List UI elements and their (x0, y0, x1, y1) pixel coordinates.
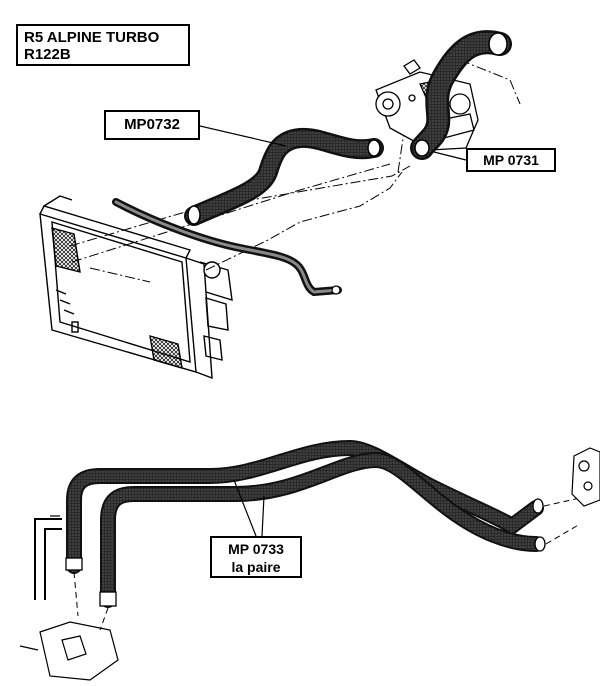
part-label-mp0731: MP 0731 (466, 148, 556, 172)
pipe-ends (65, 498, 546, 607)
title-line-2: R122B (24, 46, 71, 63)
pipe-pair-mp0733 (66, 439, 544, 608)
title-box: R5 ALPINE TURBO R122B (16, 24, 190, 66)
part-note-mp0733: la paire (231, 559, 281, 575)
leader-lines-bottom (233, 479, 265, 537)
hose-mp0732 (184, 127, 384, 226)
thin-hose (112, 198, 342, 297)
part-code-mp0733: MP 0733 (228, 541, 284, 557)
part-label-mp0732: MP0732 (104, 110, 200, 140)
guide-lines-bottom (73, 497, 581, 631)
title-line-1: R5 ALPINE TURBO (24, 29, 160, 46)
engine-part-right (571, 447, 600, 507)
leader-lines-top (199, 125, 467, 161)
part-label-mp0733: MP 0733 la paire (210, 536, 302, 578)
engine-part-bottom (19, 621, 119, 681)
pipe-stub-left (34, 515, 62, 600)
radiator (39, 195, 233, 380)
hose-mp0731 (410, 30, 512, 160)
guide-lines (69, 59, 521, 283)
